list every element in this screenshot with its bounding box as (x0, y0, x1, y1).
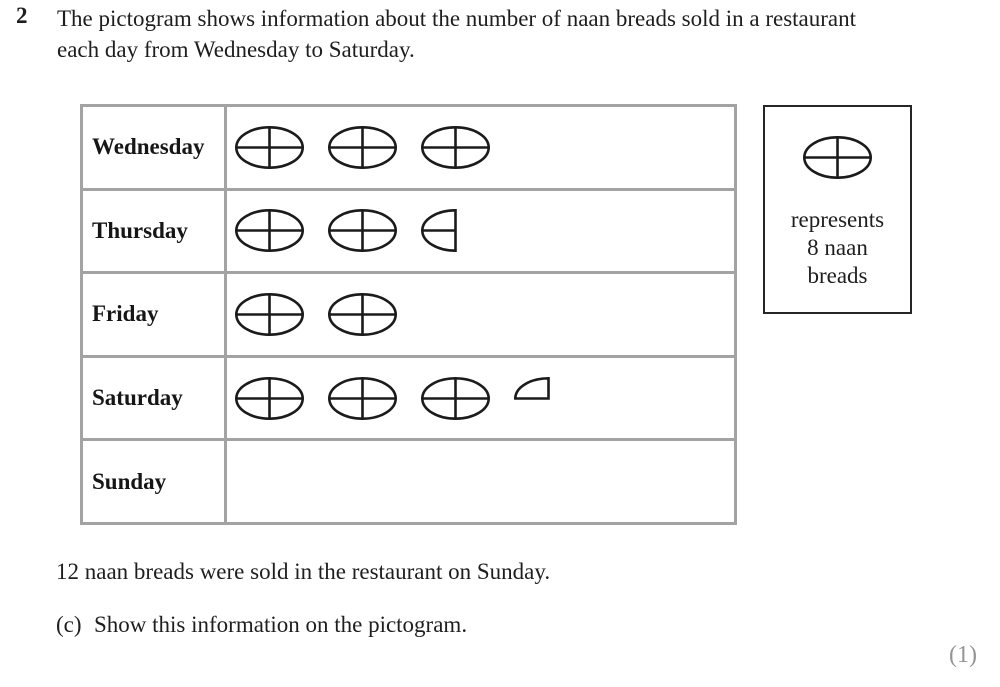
naan-symbol-full (327, 376, 398, 421)
part-label: (c) (56, 612, 82, 637)
question-number: 2 (16, 3, 28, 28)
key-text-line: 8 naan (807, 235, 868, 260)
naan-symbol-icon (802, 135, 873, 180)
marks-badge: (1) (949, 642, 977, 668)
day-label: Friday (83, 274, 227, 355)
pictogram-row-friday: Friday (83, 271, 734, 355)
sunday-statement: 12 naan breads were sold in the restaura… (56, 559, 551, 584)
pictogram-row-thursday: Thursday (83, 187, 734, 272)
part-c-line: (c) Show this information on the pictogra… (56, 612, 467, 638)
pictogram-row-saturday: Saturday (83, 354, 734, 439)
question-text-line1: The pictogram shows information about th… (57, 6, 857, 31)
day-label: Sunday (83, 441, 227, 522)
naan-symbol-quarter (513, 376, 584, 421)
key-text-line: represents (790, 207, 885, 232)
naan-symbol-full (234, 292, 305, 337)
naan-symbol-full (420, 125, 491, 170)
symbols-cell (227, 107, 734, 188)
naan-symbol-full (420, 376, 491, 421)
naan-symbol-half (420, 208, 491, 253)
naan-symbol-full (234, 208, 305, 253)
symbols-cell (227, 191, 734, 272)
naan-symbol-full (234, 125, 305, 170)
day-label: Wednesday (83, 107, 227, 188)
day-label: Saturday (83, 357, 227, 439)
key-text-line: breads (807, 263, 868, 288)
part-instruction: Show this information on the pictogram. (94, 612, 468, 637)
question-text-line2: each day from Wednesday to Saturday. (57, 37, 415, 62)
pictogram-key: represents 8 naan breads (763, 105, 912, 314)
symbols-cell (227, 441, 734, 522)
naan-symbol-full (327, 125, 398, 170)
pictogram-row-sunday: Sunday (83, 438, 734, 522)
question-text: The pictogram shows information about th… (57, 3, 856, 65)
naan-symbol-full (327, 208, 398, 253)
symbols-cell (227, 358, 734, 439)
symbols-cell (227, 274, 734, 355)
naan-symbol-full (327, 292, 398, 337)
naan-symbol-full (234, 376, 305, 421)
day-label: Thursday (83, 190, 227, 272)
pictogram-row-wednesday: Wednesday (83, 107, 734, 188)
